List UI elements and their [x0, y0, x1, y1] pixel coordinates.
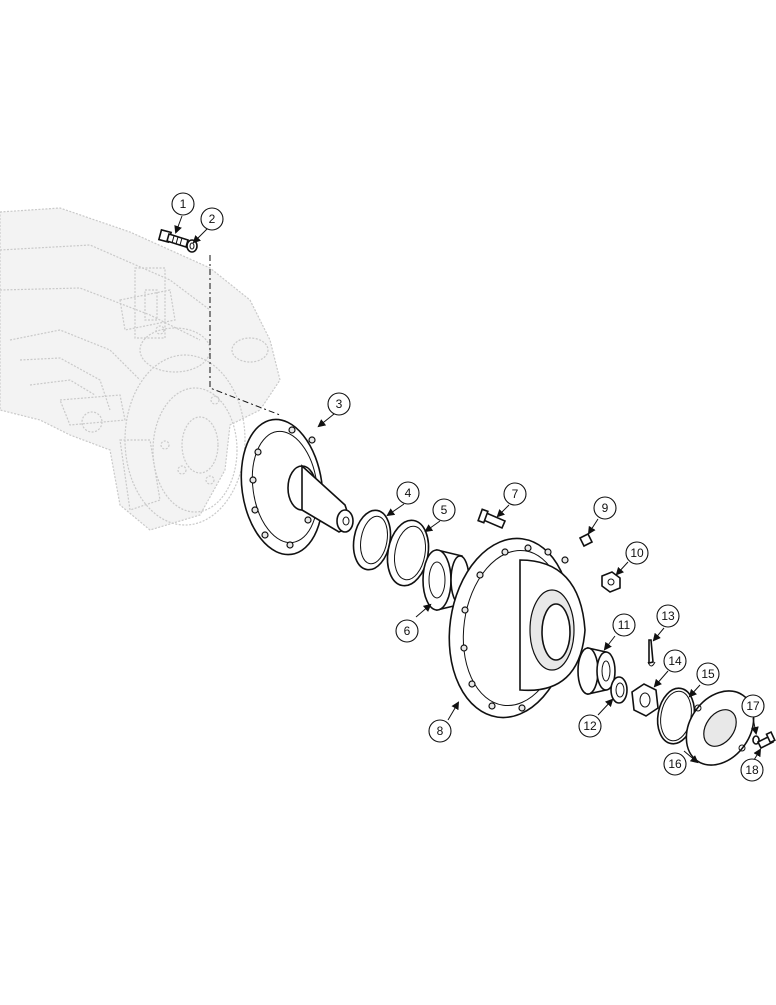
callout-label: 2 [209, 212, 216, 226]
grease-nipple-part-9 [578, 529, 595, 548]
callout-1: 1 [171, 192, 195, 216]
callout-18: 18 [740, 758, 764, 782]
callout-7: 7 [503, 482, 527, 506]
hub-part-8 [448, 537, 586, 719]
callout-2: 2 [200, 207, 224, 231]
stud-part-7 [477, 508, 507, 530]
bolt-part-1 [157, 228, 189, 249]
castle-nut-part-14 [631, 683, 659, 717]
callout-label: 8 [437, 724, 444, 738]
callout-label: 3 [336, 397, 343, 411]
callout-label: 6 [404, 624, 411, 638]
callout-label: 11 [618, 618, 631, 632]
bolt-part-18 [756, 731, 776, 750]
callout-label: 14 [668, 654, 682, 668]
callout-label: 10 [630, 546, 644, 560]
callout-label: 15 [701, 667, 715, 681]
callout-3: 3 [327, 392, 351, 416]
callout-label: 18 [745, 763, 759, 777]
seal-part-5 [386, 519, 430, 587]
callout-11: 11 [612, 613, 636, 637]
callout-12: 12 [578, 714, 602, 738]
callout-label: 13 [661, 609, 675, 623]
centre-line [209, 255, 281, 416]
callout-leaders [174, 215, 762, 764]
callout-16: 16 [663, 752, 687, 776]
callout-13: 13 [656, 604, 680, 628]
stub-axle-part-3 [240, 418, 354, 556]
washer-part-12 [610, 676, 628, 704]
callout-4: 4 [396, 481, 420, 505]
bearing-part-11 [577, 647, 616, 695]
callout-8: 8 [428, 719, 452, 743]
callout-9: 9 [593, 496, 617, 520]
axle-housing-ghost [0, 207, 281, 531]
callout-label: 16 [668, 757, 682, 771]
callout-17: 17 [741, 694, 765, 718]
callout-label: 12 [583, 719, 597, 733]
callout-5: 5 [432, 498, 456, 522]
split-pin-part-13 [647, 639, 656, 667]
callout-15: 15 [696, 662, 720, 686]
callout-label: 5 [441, 503, 448, 517]
callout-label: 7 [512, 487, 519, 501]
callout-6: 6 [395, 619, 419, 643]
callout-label: 17 [746, 699, 760, 713]
washer-part-2 [186, 239, 198, 253]
callout-label: 9 [602, 501, 609, 515]
callout-label: 4 [405, 486, 412, 500]
callout-14: 14 [663, 649, 687, 673]
nut-part-10 [601, 571, 621, 593]
callout-10: 10 [625, 541, 649, 565]
hub-cap-part-16 [685, 690, 755, 766]
callout-label: 1 [180, 197, 187, 211]
